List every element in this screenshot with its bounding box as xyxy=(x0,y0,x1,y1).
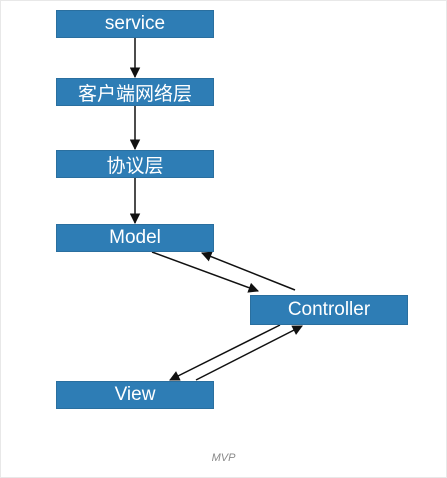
arrow-view-to-controller xyxy=(195,325,303,381)
view-node: View xyxy=(56,381,214,409)
client-network-layer-label: 客户端网络层 xyxy=(77,83,192,105)
protocol-layer-label: 协议层 xyxy=(106,155,164,177)
view-node-label: View xyxy=(114,384,156,405)
figure-caption: MVP xyxy=(211,452,236,464)
arrow-controller-to-model xyxy=(201,251,296,291)
service-node-label: service xyxy=(104,13,166,34)
client-network-layer-node: 客户端网络层 xyxy=(56,78,214,106)
arrow-model-to-controller xyxy=(151,251,259,293)
arrow-controller-to-view xyxy=(169,324,281,381)
model-node-label: Model xyxy=(109,227,161,248)
service-node: service xyxy=(56,10,214,38)
protocol-layer-node: 协议层 xyxy=(56,150,214,178)
model-node: Model xyxy=(56,224,214,252)
controller-node: Controller xyxy=(250,295,408,325)
controller-node-label: Controller xyxy=(287,299,371,320)
